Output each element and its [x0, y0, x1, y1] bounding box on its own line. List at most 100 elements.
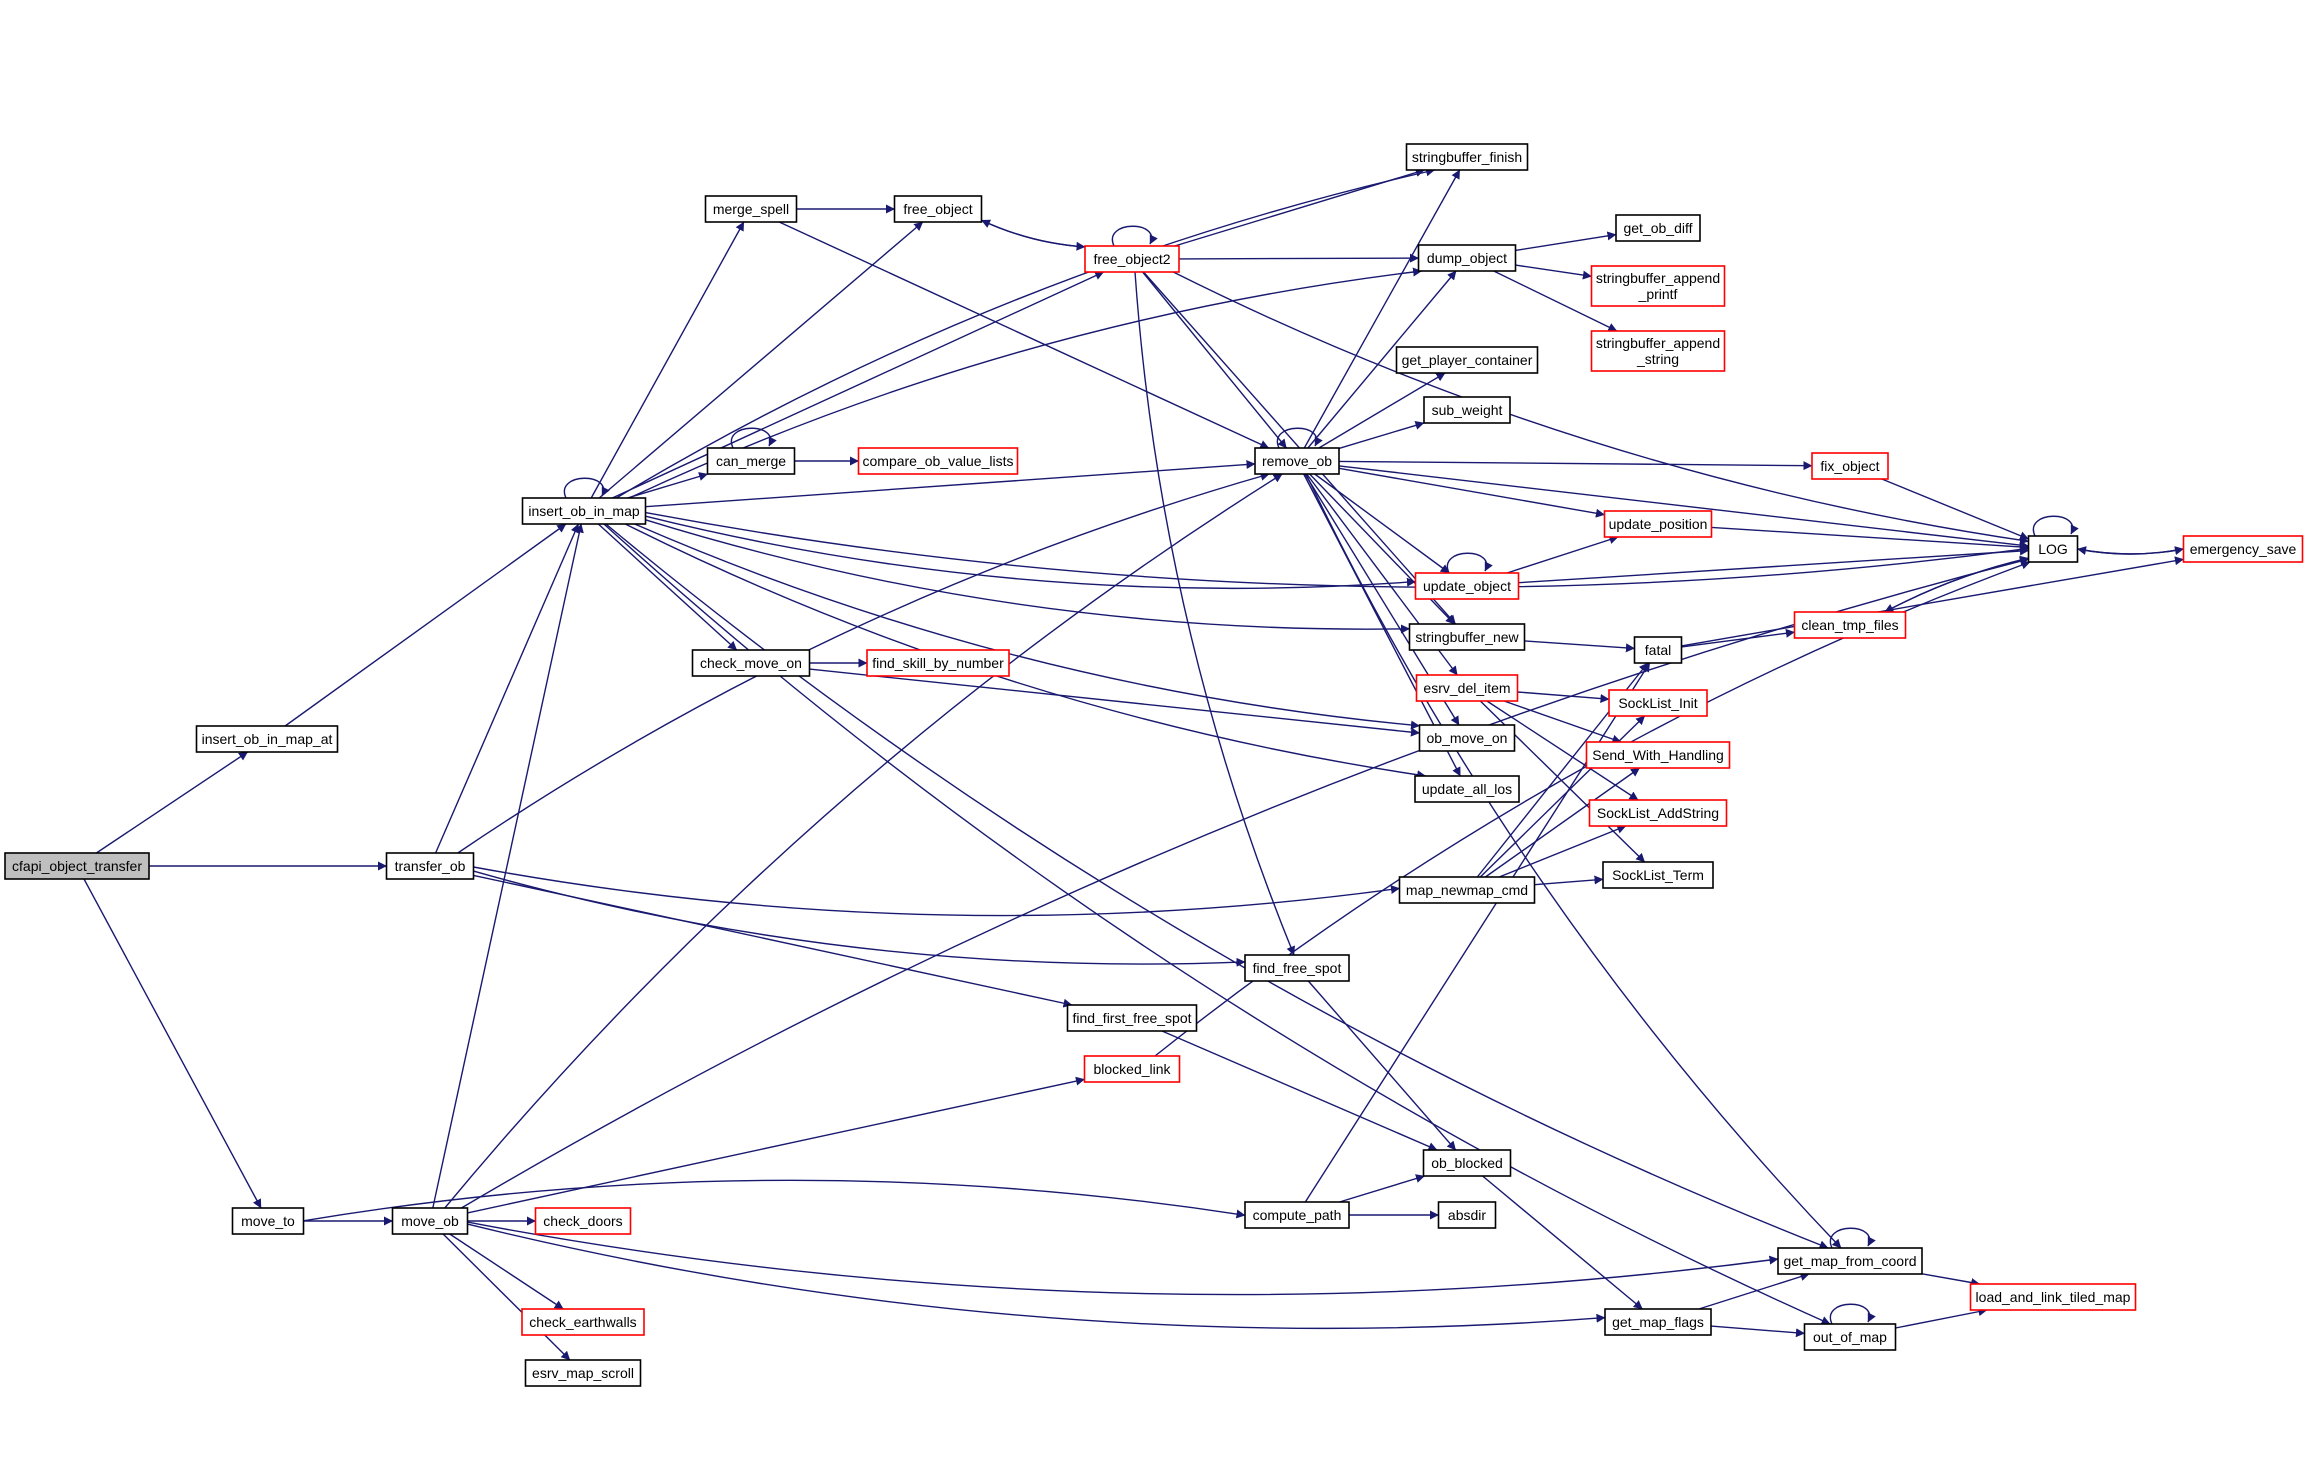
node-box[interactable] — [2182, 535, 2304, 563]
node-box[interactable] — [1604, 1308, 1712, 1336]
node-move-ob[interactable]: move_ob — [391, 1207, 469, 1235]
node-get-map-flags[interactable]: get_map_flags — [1604, 1308, 1712, 1336]
node-box[interactable] — [1418, 724, 1516, 752]
node-box[interactable] — [1408, 623, 1526, 651]
node-box[interactable] — [1084, 245, 1180, 273]
node-check-move-on[interactable]: check_move_on — [691, 649, 811, 677]
node-box[interactable] — [1590, 265, 1726, 307]
node-box[interactable] — [691, 649, 811, 677]
node-box[interactable] — [704, 195, 798, 223]
node-merge-spell[interactable]: merge_spell — [704, 195, 798, 223]
node-can-merge[interactable]: can_merge — [706, 447, 796, 475]
node-box[interactable] — [534, 1207, 632, 1235]
node-box[interactable] — [1590, 330, 1726, 372]
node-stringbuffer-finish[interactable]: stringbuffer_finish — [1405, 143, 1529, 171]
node-box[interactable] — [231, 1207, 305, 1235]
node-box[interactable] — [521, 1308, 645, 1336]
node-box[interactable] — [1615, 214, 1701, 242]
node-insert-ob-in-map[interactable]: insert_ob_in_map — [521, 497, 647, 525]
node-box[interactable] — [1603, 510, 1713, 538]
node-absdir[interactable]: absdir — [1437, 1201, 1497, 1229]
node-find-first-free-spot[interactable]: find_first_free_spot — [1066, 1004, 1198, 1032]
node-box[interactable] — [1811, 452, 1889, 480]
node-box[interactable] — [521, 497, 647, 525]
node-update-object[interactable]: update_object — [1414, 572, 1520, 600]
node-box[interactable] — [1437, 1201, 1497, 1229]
node-dump-object[interactable]: dump_object — [1417, 244, 1517, 272]
node-move-to[interactable]: move_to — [231, 1207, 305, 1235]
node-esrv-map-scroll[interactable]: esrv_map_scroll — [524, 1359, 642, 1387]
node-box[interactable] — [1414, 572, 1520, 600]
node-check-earthwalls[interactable]: check_earthwalls — [521, 1308, 645, 1336]
node-box[interactable] — [1405, 143, 1529, 171]
node-box[interactable] — [1414, 775, 1520, 803]
node-socklist-addstring[interactable]: SockList_AddString — [1588, 799, 1728, 827]
node-box[interactable] — [1398, 876, 1536, 904]
node-box[interactable] — [1608, 689, 1708, 717]
node-box[interactable] — [893, 195, 983, 223]
node-get-map-from-coord[interactable]: get_map_from_coord — [1777, 1247, 1923, 1275]
node-box[interactable] — [1423, 396, 1511, 424]
node-find-free-spot[interactable]: find_free_spot — [1244, 954, 1350, 982]
node-load-and-link-tiled-map[interactable]: load_and_link_tiled_map — [1969, 1283, 2137, 1311]
node-box[interactable] — [1417, 244, 1517, 272]
node-check-doors[interactable]: check_doors — [534, 1207, 632, 1235]
node-transfer-ob[interactable]: transfer_ob — [385, 852, 475, 880]
node-socklist-init[interactable]: SockList_Init — [1608, 689, 1708, 717]
node-box[interactable] — [1793, 611, 1907, 639]
node-clean-tmp-files[interactable]: clean_tmp_files — [1793, 611, 1907, 639]
node-box[interactable] — [1395, 346, 1539, 374]
node-ob-move-on[interactable]: ob_move_on — [1418, 724, 1516, 752]
node-box[interactable] — [857, 447, 1019, 475]
node-box[interactable] — [706, 447, 796, 475]
node-fix-object[interactable]: fix_object — [1811, 452, 1889, 480]
node-sub-weight[interactable]: sub_weight — [1423, 396, 1511, 424]
node-box[interactable] — [1803, 1323, 1897, 1351]
node-insert-ob-in-map-at[interactable]: insert_ob_in_map_at — [195, 725, 339, 753]
node-fatal[interactable]: fatal — [1633, 636, 1683, 664]
node-box[interactable] — [1777, 1247, 1923, 1275]
node-map-newmap-cmd[interactable]: map_newmap_cmd — [1398, 876, 1536, 904]
node-blocked-link[interactable]: blocked_link — [1083, 1055, 1181, 1083]
node-compute-path[interactable]: compute_path — [1244, 1201, 1350, 1229]
node-box[interactable] — [1244, 954, 1350, 982]
node-get-player-container[interactable]: get_player_container — [1395, 346, 1539, 374]
node-remove-ob[interactable]: remove_ob — [1254, 447, 1340, 475]
node-send-with-handling[interactable]: Send_With_Handling — [1585, 741, 1731, 769]
node-box[interactable] — [1633, 636, 1683, 664]
node-log[interactable]: LOG — [2027, 535, 2079, 563]
node-update-position[interactable]: update_position — [1603, 510, 1713, 538]
node-socklist-term[interactable]: SockList_Term — [1602, 861, 1714, 889]
node-box[interactable] — [1422, 1149, 1512, 1177]
node-cfapi-object-transfer[interactable]: cfapi_object_transfer — [4, 852, 150, 880]
node-box[interactable] — [524, 1359, 642, 1387]
node-box[interactable] — [1254, 447, 1340, 475]
node-emergency-save[interactable]: emergency_save — [2182, 535, 2304, 563]
node-out-of-map[interactable]: out_of_map — [1803, 1323, 1897, 1351]
node-box[interactable] — [866, 649, 1010, 677]
node-box[interactable] — [385, 852, 475, 880]
node-free-object2[interactable]: free_object2 — [1084, 245, 1180, 273]
node-box[interactable] — [1083, 1055, 1181, 1083]
node-box[interactable] — [4, 852, 150, 880]
node-stringbuffer-append-string[interactable]: stringbuffer_append_string — [1590, 330, 1726, 372]
node-stringbuffer-append-printf[interactable]: stringbuffer_append_printf — [1590, 265, 1726, 307]
node-esrv-del-item[interactable]: esrv_del_item — [1415, 674, 1519, 702]
node-box[interactable] — [195, 725, 339, 753]
node-find-skill-by-number[interactable]: find_skill_by_number — [866, 649, 1010, 677]
node-compare-ob-value-lists[interactable]: compare_ob_value_lists — [857, 447, 1019, 475]
node-box[interactable] — [1066, 1004, 1198, 1032]
node-box[interactable] — [2027, 535, 2079, 563]
node-stringbuffer-new[interactable]: stringbuffer_new — [1408, 623, 1526, 651]
node-free-object[interactable]: free_object — [893, 195, 983, 223]
node-box[interactable] — [1602, 861, 1714, 889]
node-box[interactable] — [1415, 674, 1519, 702]
node-box[interactable] — [1588, 799, 1728, 827]
node-update-all-los[interactable]: update_all_los — [1414, 775, 1520, 803]
node-box[interactable] — [1969, 1283, 2137, 1311]
node-get-ob-diff[interactable]: get_ob_diff — [1615, 214, 1701, 242]
node-box[interactable] — [1585, 741, 1731, 769]
node-box[interactable] — [1244, 1201, 1350, 1229]
node-box[interactable] — [391, 1207, 469, 1235]
node-ob-blocked[interactable]: ob_blocked — [1422, 1149, 1512, 1177]
